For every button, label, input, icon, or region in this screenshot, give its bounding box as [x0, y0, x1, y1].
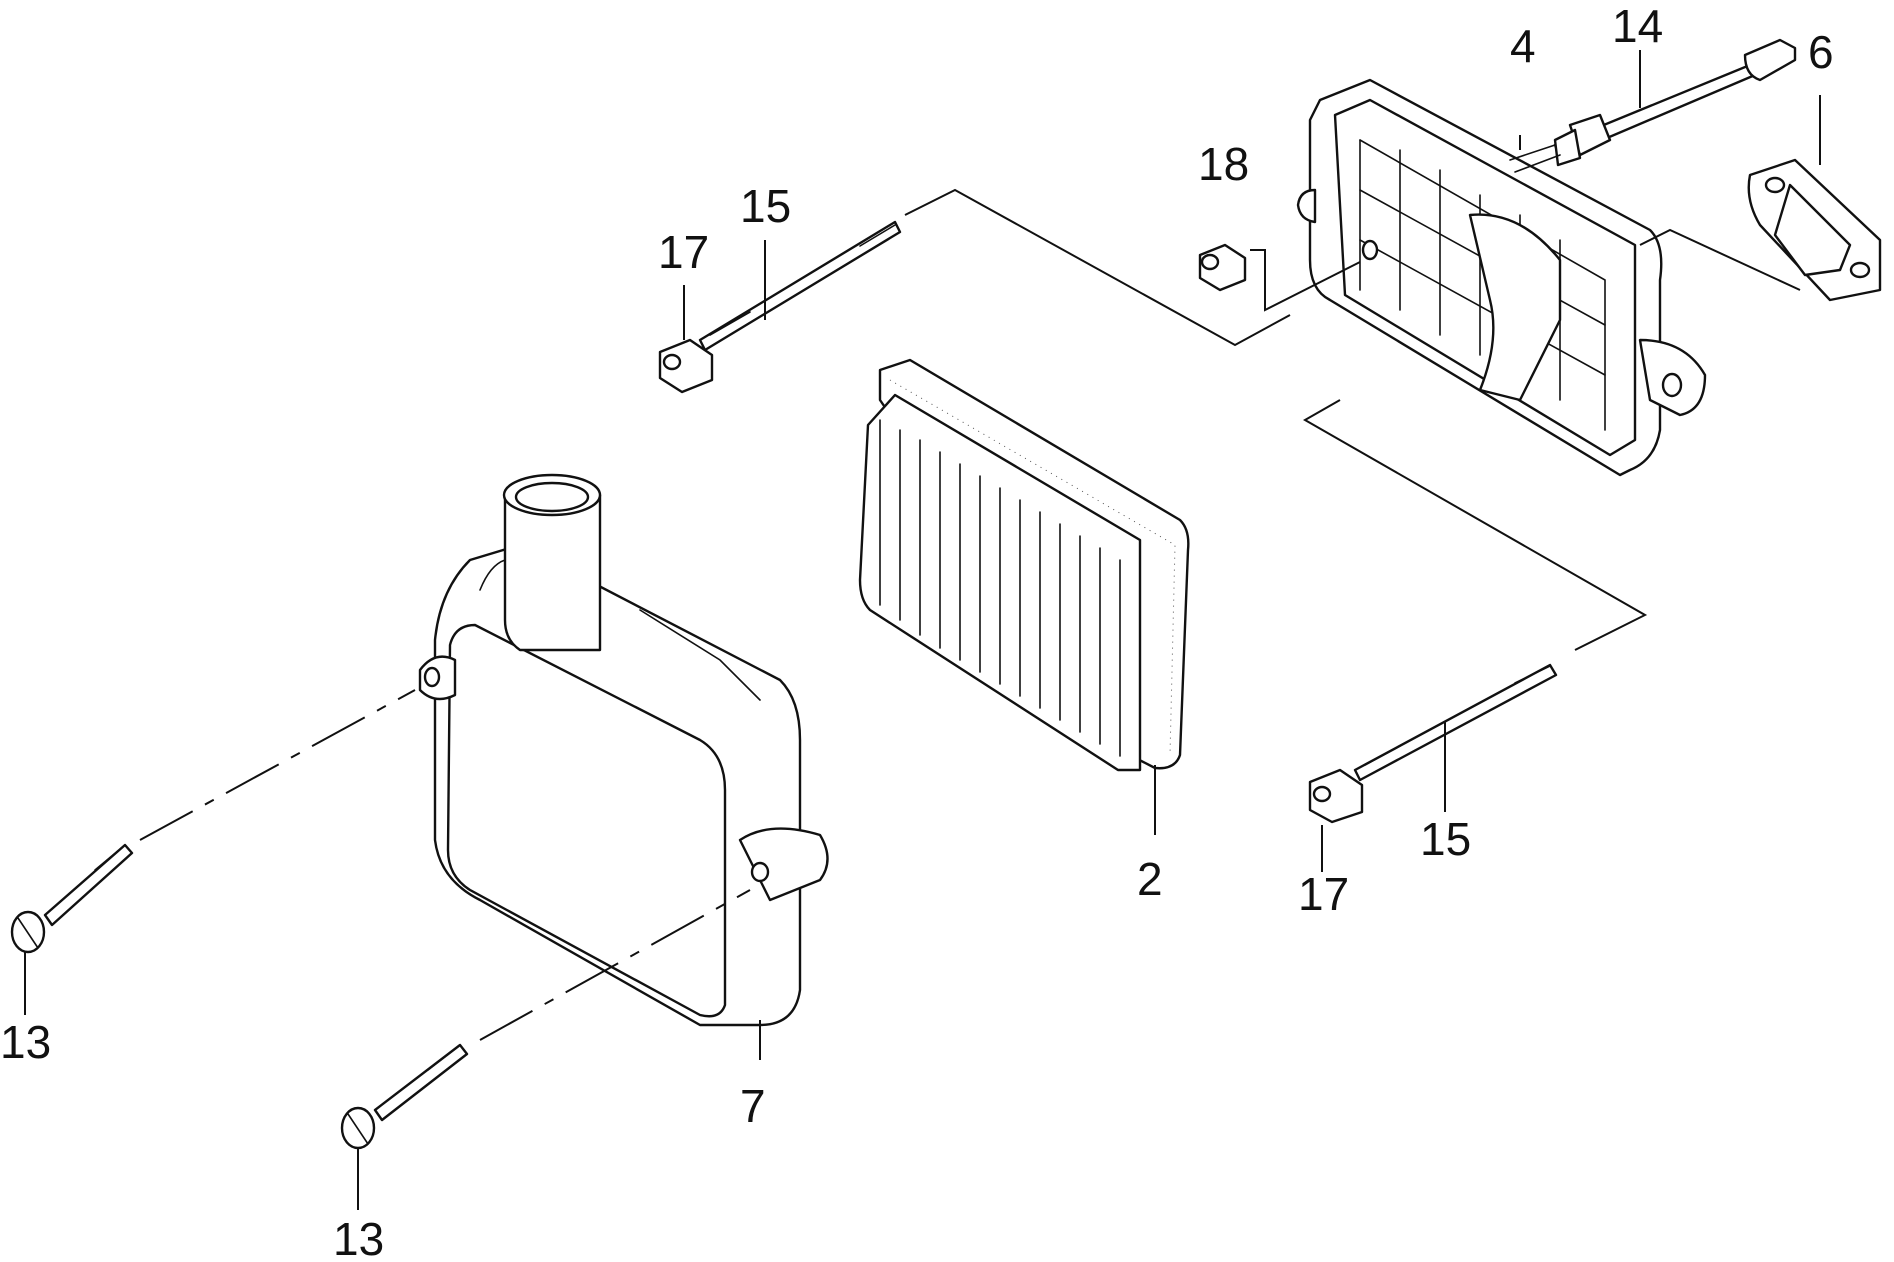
part-15-stud-lower — [1353, 663, 1558, 782]
callout-4: 4 — [1510, 20, 1536, 72]
callout-13-lower: 13 — [333, 1213, 384, 1262]
callout-18: 18 — [1198, 138, 1249, 190]
part-13-screw-lower — [340, 1043, 469, 1150]
callout-17-lower: 17 — [1298, 868, 1349, 920]
assembly-lines — [139, 188, 1801, 1041]
callout-7: 7 — [740, 1080, 766, 1132]
callout-13-upper: 13 — [0, 1016, 51, 1068]
part-4-air-cleaner-base — [1296, 78, 1707, 477]
part-15-stud-upper — [698, 220, 902, 352]
callout-17-upper: 17 — [658, 226, 709, 278]
part-7-air-cleaner-cover — [418, 473, 829, 1027]
callout-15-lower: 15 — [1420, 813, 1471, 865]
part-14-stud-bolt — [1509, 38, 1797, 173]
callout-6: 6 — [1808, 26, 1834, 78]
part-6-gasket — [1747, 158, 1882, 302]
part-18-nut — [1198, 243, 1247, 292]
callout-2: 2 — [1137, 853, 1163, 905]
part-13-screw-upper — [10, 843, 134, 954]
part-17-nut-lower — [1308, 768, 1364, 824]
callout-14: 14 — [1612, 0, 1663, 52]
callout-leaders — [24, 50, 1821, 1210]
part-17-nut-upper — [658, 338, 714, 394]
part-2-filter-element — [858, 358, 1190, 772]
callout-labels: 2 4 6 7 13 13 14 15 15 17 17 18 — [0, 0, 1834, 1262]
callout-15-upper: 15 — [740, 180, 791, 232]
